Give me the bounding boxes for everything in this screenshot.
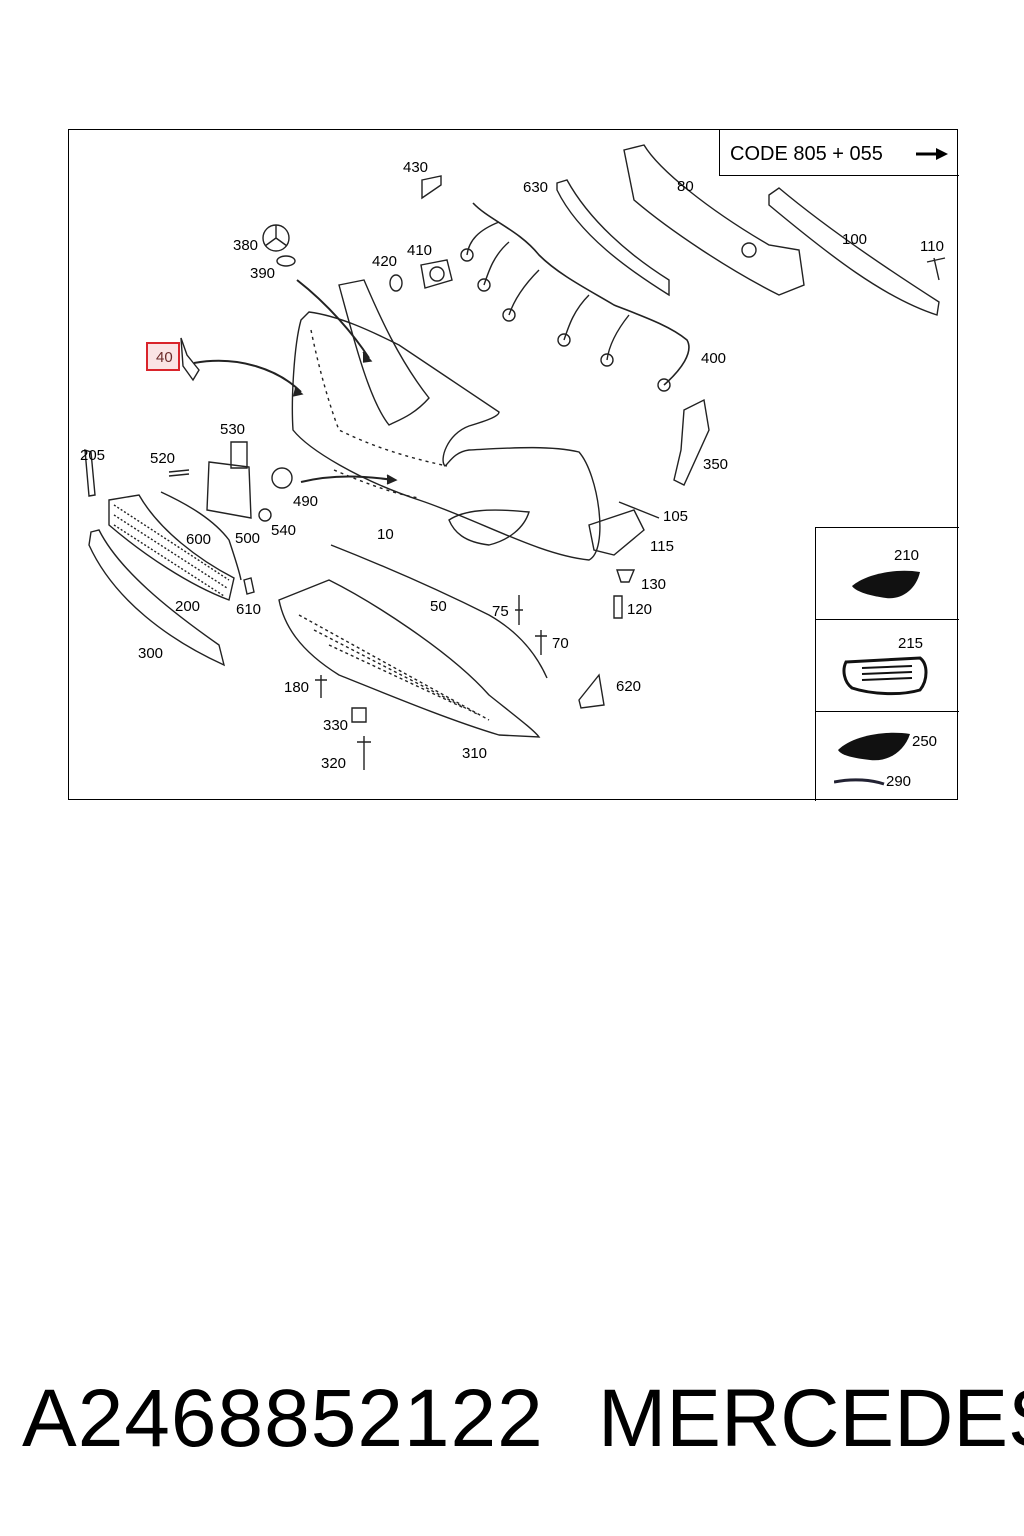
part-label-100: 100 <box>842 231 868 248</box>
part-label-410: 410 <box>407 242 433 259</box>
part-label-300: 300 <box>138 645 164 662</box>
part-label-40: 40 <box>156 349 173 366</box>
part-label-250: 250 <box>912 733 938 750</box>
part-label-500: 500 <box>235 530 261 547</box>
part-label-210: 210 <box>894 547 920 564</box>
part-label-180: 180 <box>284 679 310 696</box>
highlighted-part-box: 40 <box>146 342 180 371</box>
part-label-630: 630 <box>523 179 549 196</box>
part-label-610: 610 <box>236 601 262 618</box>
foglight-cover-210-shape <box>852 570 920 599</box>
part-label-130: 130 <box>641 576 667 593</box>
code-box: CODE 805 + 055 <box>719 130 959 176</box>
part-label-350: 350 <box>703 456 729 473</box>
part-label-530: 530 <box>220 421 246 438</box>
part-label-390: 390 <box>250 265 276 282</box>
part-label-205: 205 <box>80 447 106 464</box>
part-label-75: 75 <box>492 603 509 620</box>
part-label-215: 215 <box>898 635 924 652</box>
brand-name: MERCEDES <box>598 1373 1024 1464</box>
part-label-10: 10 <box>377 526 394 543</box>
foglight-cover-250-shape <box>834 732 910 786</box>
bumper-exploded-illustration <box>84 144 946 770</box>
variant-cell-215: 215 <box>815 619 959 711</box>
part-number: A2468852122 <box>22 1373 544 1464</box>
part-label-50: 50 <box>430 598 447 615</box>
part-label-490: 490 <box>293 493 319 510</box>
part-label-105: 105 <box>663 508 689 525</box>
parts-diagram: CODE 805 + 055 40 430 630 80 100 110 380… <box>68 129 959 801</box>
part-label-290: 290 <box>886 773 912 790</box>
right-arrow-icon <box>916 148 948 160</box>
variant-parts-panel: 210 215 250 290 <box>815 527 959 801</box>
variant-cell-250-290: 250 290 <box>815 711 959 801</box>
part-label-310: 310 <box>462 745 488 762</box>
part-label-420: 420 <box>372 253 398 270</box>
part-label-320: 320 <box>321 755 347 772</box>
part-label-600: 600 <box>186 531 212 548</box>
part-label-80: 80 <box>677 178 694 195</box>
foglight-frame-215-shape <box>842 656 928 696</box>
part-label-620: 620 <box>616 678 642 695</box>
footer: A2468852122 MERCEDES <box>0 1372 1024 1472</box>
variant-cell-210: 210 <box>815 527 959 619</box>
part-label-540: 540 <box>271 522 297 539</box>
part-label-520: 520 <box>150 450 176 467</box>
part-label-70: 70 <box>552 635 569 652</box>
part-label-330: 330 <box>323 717 349 734</box>
part-label-120: 120 <box>627 601 653 618</box>
part-label-380: 380 <box>233 237 259 254</box>
part-label-110: 110 <box>920 238 944 255</box>
part-label-115: 115 <box>650 538 674 555</box>
part-label-200: 200 <box>175 598 201 615</box>
part-label-430: 430 <box>403 159 429 176</box>
part-label-400: 400 <box>701 350 727 367</box>
code-label: CODE 805 + 055 <box>730 143 883 165</box>
bumper-cover-shape <box>291 311 601 561</box>
